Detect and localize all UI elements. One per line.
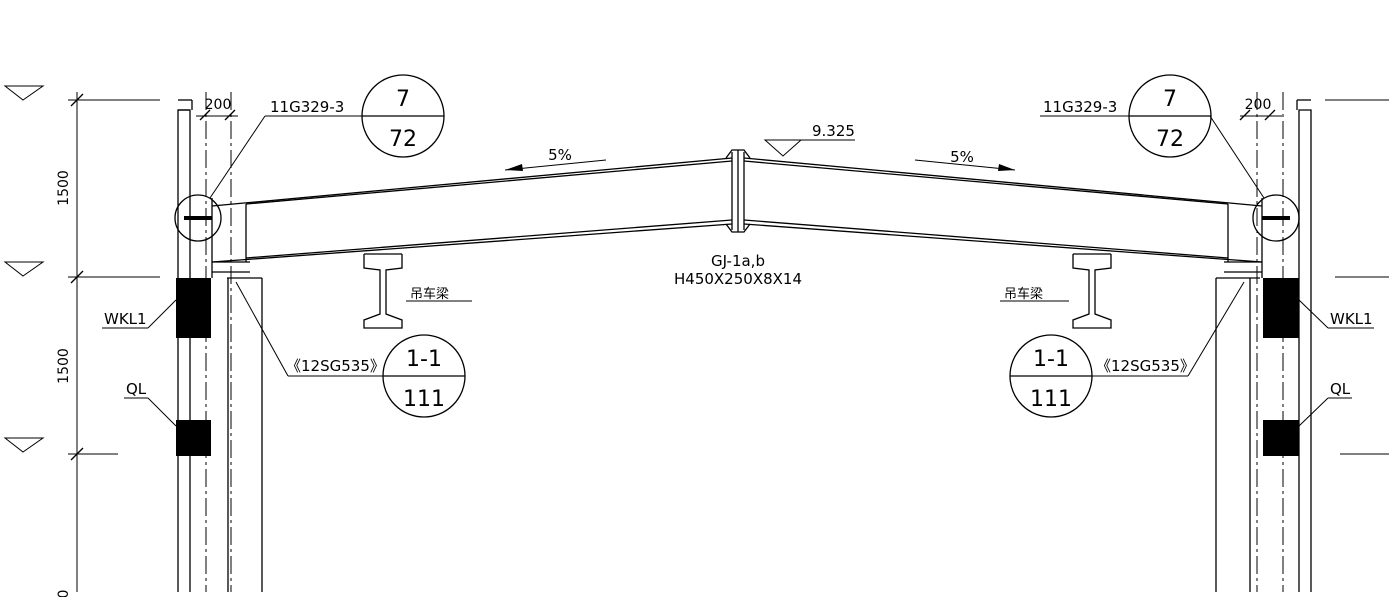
detail-sheet-left-bottom: 111 xyxy=(403,387,445,412)
slope-label-right: 5% xyxy=(950,148,974,166)
detail-num-right-bottom: 1-1 xyxy=(1033,347,1069,372)
detail-num-left-top: 7 xyxy=(396,87,410,112)
detail-callout-right-bottom xyxy=(1009,281,1245,418)
detail-callout-left-top xyxy=(174,74,445,242)
crane-beam-right xyxy=(1000,253,1112,329)
detail-callout-left-bottom xyxy=(235,281,466,418)
detail-sheet-right-top: 72 xyxy=(1156,127,1184,152)
slope-arrow-right xyxy=(914,159,1016,171)
dim-1500-top: 1500 xyxy=(56,170,72,206)
detail-sheet-left-top: 72 xyxy=(389,127,417,152)
left-level-markers xyxy=(3,85,160,592)
detail-ref-right-bottom: 《12SG535》 xyxy=(1096,357,1195,375)
ridge-elevation-marker xyxy=(763,139,855,157)
right-wall xyxy=(1215,92,1389,592)
crane-beam-label-right: 吊车梁 xyxy=(1004,286,1043,302)
dim-1500-middle: 1500 xyxy=(56,348,72,384)
left-wall xyxy=(176,92,263,592)
dim-bottom-partial: 0 xyxy=(56,590,72,597)
gutter-dim-left: 200 xyxy=(205,97,232,113)
detail-sheet-right-bottom: 111 xyxy=(1030,387,1072,412)
frame-section: H450X250X8X14 xyxy=(674,270,802,288)
detail-num-left-bottom: 1-1 xyxy=(406,347,442,372)
ql-label-right: QL xyxy=(1330,380,1351,398)
ridge-elevation: 9.325 xyxy=(812,122,855,140)
detail-ref-right-top: 11G329-3 xyxy=(1043,98,1117,116)
crane-beam-label-left: 吊车梁 xyxy=(410,286,449,302)
frame-mark: GJ-1a,b xyxy=(711,252,765,270)
detail-callout-right-top xyxy=(1040,74,1300,242)
slope-label-left: 5% xyxy=(548,146,572,164)
beam-leaders xyxy=(102,299,1374,427)
gutter-dim-right: 200 xyxy=(1245,97,1272,113)
crane-beam-left xyxy=(363,253,472,329)
portal-frame-rafters xyxy=(211,149,1263,263)
detail-ref-left-bottom: 《12SG535》 xyxy=(286,357,385,375)
slope-arrow-left xyxy=(504,159,607,171)
detail-num-right-top: 7 xyxy=(1163,87,1177,112)
wkl-label-left: WKL1 xyxy=(104,310,147,328)
ql-label-left: QL xyxy=(126,380,147,398)
detail-ref-left-top: 11G329-3 xyxy=(270,98,344,116)
wkl-label-right: WKL1 xyxy=(1330,310,1373,328)
